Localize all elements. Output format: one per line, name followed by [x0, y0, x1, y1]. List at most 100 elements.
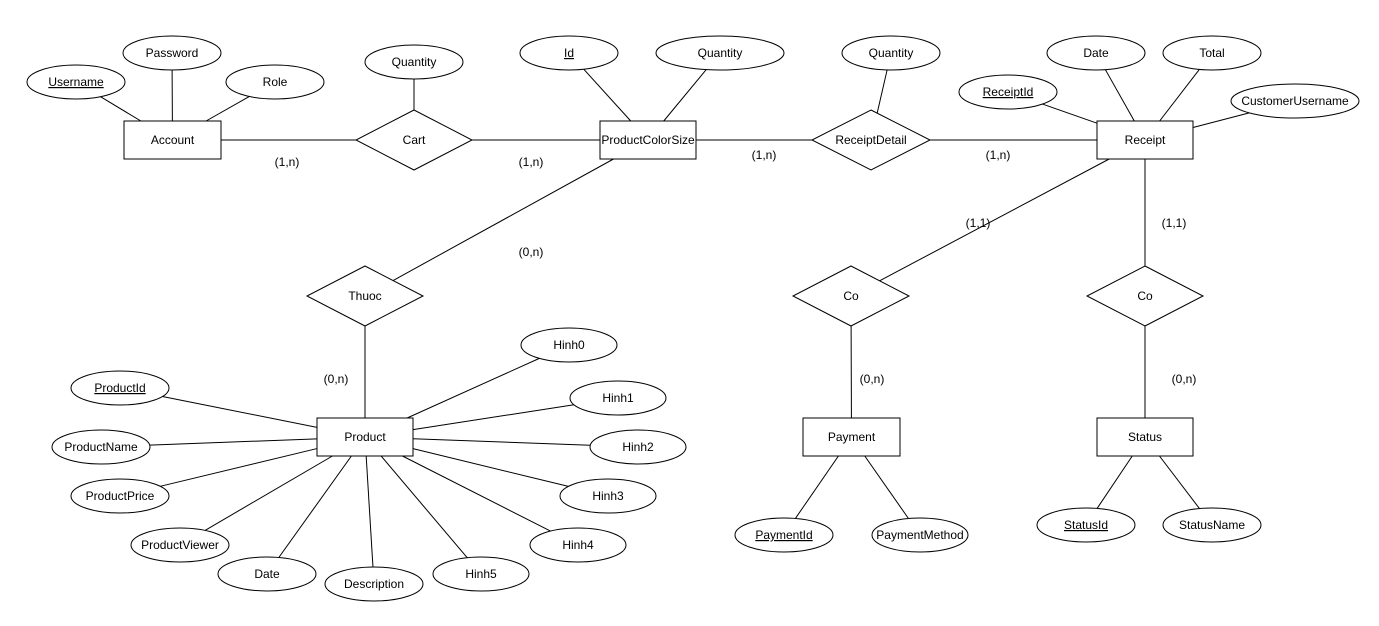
attribute-ellipse: [529, 527, 627, 563]
attribute-p_hinh3[interactable]: Hinh3: [559, 478, 657, 514]
attribute-ellipse: [1162, 35, 1262, 71]
attribute-label: Hinh3: [592, 489, 624, 503]
attribute-label: Password: [146, 46, 199, 60]
entity-label: Product: [344, 430, 386, 444]
attribute-ellipse: [569, 380, 667, 416]
relationship-cart[interactable]: Cart: [354, 109, 474, 171]
attribute-r_total[interactable]: Total: [1162, 35, 1262, 71]
attribute-s_name[interactable]: StatusName: [1162, 507, 1262, 543]
key-attribute-label: Username: [48, 75, 104, 89]
entity-label: Payment: [828, 430, 876, 444]
attribute-label: StatusName: [1179, 518, 1245, 532]
attribute-label: Hinh5: [465, 567, 497, 581]
attribute-pay_method[interactable]: PaymentMethod: [871, 517, 969, 553]
connector-lines: [100, 68, 1250, 568]
cardinality-card_copay_payment: (0,n): [860, 372, 885, 386]
attribute-p_hinh4[interactable]: Hinh4: [529, 527, 627, 563]
attribute-r_date[interactable]: Date: [1046, 35, 1146, 71]
edge-p_hinh0-product: [406, 357, 540, 419]
edge-r_total-receipt: [1159, 69, 1200, 122]
attribute-label: Description: [344, 577, 404, 591]
relationship-label: Co: [1137, 289, 1153, 303]
attribute-pcs_quantity[interactable]: Quantity: [655, 35, 785, 71]
attribute-rd_quantity[interactable]: Quantity: [841, 35, 941, 71]
relationship-diamond: [1085, 265, 1205, 327]
attribute-ellipse: [217, 556, 317, 592]
attribute-c_quantity[interactable]: Quantity: [364, 44, 464, 80]
edge-p_hinh2-product: [412, 438, 591, 446]
edge-r_date-receipt: [1104, 69, 1135, 122]
edge-pay_method-payment: [864, 455, 909, 519]
key-attribute-label: PaymentId: [755, 528, 812, 542]
attribute-p_productname[interactable]: ProductName: [51, 429, 151, 465]
edge-p_date-product: [278, 455, 352, 558]
cardinality-card_cart_pcs: (1,n): [519, 155, 544, 169]
relationship-receiptdetail[interactable]: ReceiptDetail: [810, 109, 932, 171]
cardinality-card_account_cart: (1,n): [275, 155, 300, 169]
attribute-ellipse: [589, 429, 687, 465]
attribute-ellipse: [734, 517, 834, 553]
attribute-ellipse: [364, 44, 464, 80]
edge-a_username-account: [100, 96, 142, 122]
relationship-co_payment[interactable]: Co: [791, 265, 911, 327]
key-attribute-label: StatusId: [1064, 518, 1108, 532]
entity-box: [123, 120, 222, 160]
entity-box: [1096, 120, 1194, 160]
edge-r_receiptid-receipt: [1042, 103, 1098, 124]
attribute-ellipse: [559, 478, 657, 514]
attribute-p_date[interactable]: Date: [217, 556, 317, 592]
attribute-ellipse: [519, 35, 619, 71]
entity-productcolorsize[interactable]: ProductColorSize: [599, 120, 697, 160]
attribute-label: Quantity: [698, 46, 743, 60]
edge-pay_id-payment: [794, 455, 839, 519]
edge-p_hinh5-product: [380, 455, 468, 559]
entity-status[interactable]: Status: [1096, 417, 1194, 457]
attribute-r_receiptid[interactable]: ReceiptId: [958, 74, 1058, 110]
attribute-ellipse: [1230, 83, 1360, 119]
edge-p_hinh1-product: [412, 404, 575, 431]
relationship-thuoc[interactable]: Thuoc: [305, 265, 425, 327]
attribute-ellipse: [70, 370, 170, 406]
entity-receipt[interactable]: Receipt: [1096, 120, 1194, 160]
attribute-p_hinh1[interactable]: Hinh1: [569, 380, 667, 416]
cardinality-labels: (1,n)(1,n)(1,n)(1,n)(0,n)(0,n)(1,1)(1,1)…: [275, 148, 1197, 386]
attribute-a_password[interactable]: Password: [122, 35, 222, 71]
relationship-diamond: [305, 265, 425, 327]
attribute-a_role[interactable]: Role: [225, 64, 325, 100]
entity-product[interactable]: Product: [316, 417, 414, 457]
relationship-diamond: [810, 109, 932, 171]
attribute-p_productid[interactable]: ProductId: [70, 370, 170, 406]
attribute-p_description[interactable]: Description: [324, 566, 424, 602]
attribute-s_id[interactable]: StatusId: [1036, 507, 1136, 543]
attribute-p_productviewer[interactable]: ProductViewer: [130, 527, 230, 563]
edge-receipt-co_payment: [879, 158, 1110, 282]
cardinality-card_costatus_status: (0,n): [1172, 372, 1197, 386]
key-attribute-label: ProductId: [94, 381, 145, 395]
edge-p_productprice-product: [160, 448, 318, 487]
attribute-r_customer[interactable]: CustomerUsername: [1230, 83, 1360, 119]
attribute-ellipse: [432, 556, 530, 592]
key-attribute-label: ReceiptId: [983, 85, 1034, 99]
entity-label: Account: [151, 133, 195, 147]
relationship-co_status[interactable]: Co: [1085, 265, 1205, 327]
attribute-a_username[interactable]: Username: [26, 64, 126, 100]
attribute-p_hinh5[interactable]: Hinh5: [432, 556, 530, 592]
cardinality-card_rd_receipt: (1,n): [986, 148, 1011, 162]
edge-s_id-status: [1096, 455, 1133, 509]
attribute-label: Hinh4: [562, 538, 594, 552]
attribute-label: Hinh0: [553, 338, 585, 352]
edge-pcs_quantity-productcolorsize: [663, 69, 707, 122]
relationship-diamond: [354, 109, 474, 171]
entity-box: [316, 417, 414, 457]
entity-payment[interactable]: Payment: [802, 417, 901, 457]
entity-account[interactable]: Account: [123, 120, 222, 160]
attribute-p_productprice[interactable]: ProductPrice: [70, 478, 170, 514]
attribute-pay_id[interactable]: PaymentId: [734, 517, 834, 553]
cardinality-card_pcs_thuoc: (0,n): [519, 245, 544, 259]
attribute-p_hinh2[interactable]: Hinh2: [589, 429, 687, 465]
edge-p_productid-product: [162, 396, 318, 428]
attribute-pcs_id[interactable]: Id: [519, 35, 619, 71]
attribute-p_hinh0[interactable]: Hinh0: [520, 327, 618, 363]
relationship-label: Co: [843, 289, 859, 303]
